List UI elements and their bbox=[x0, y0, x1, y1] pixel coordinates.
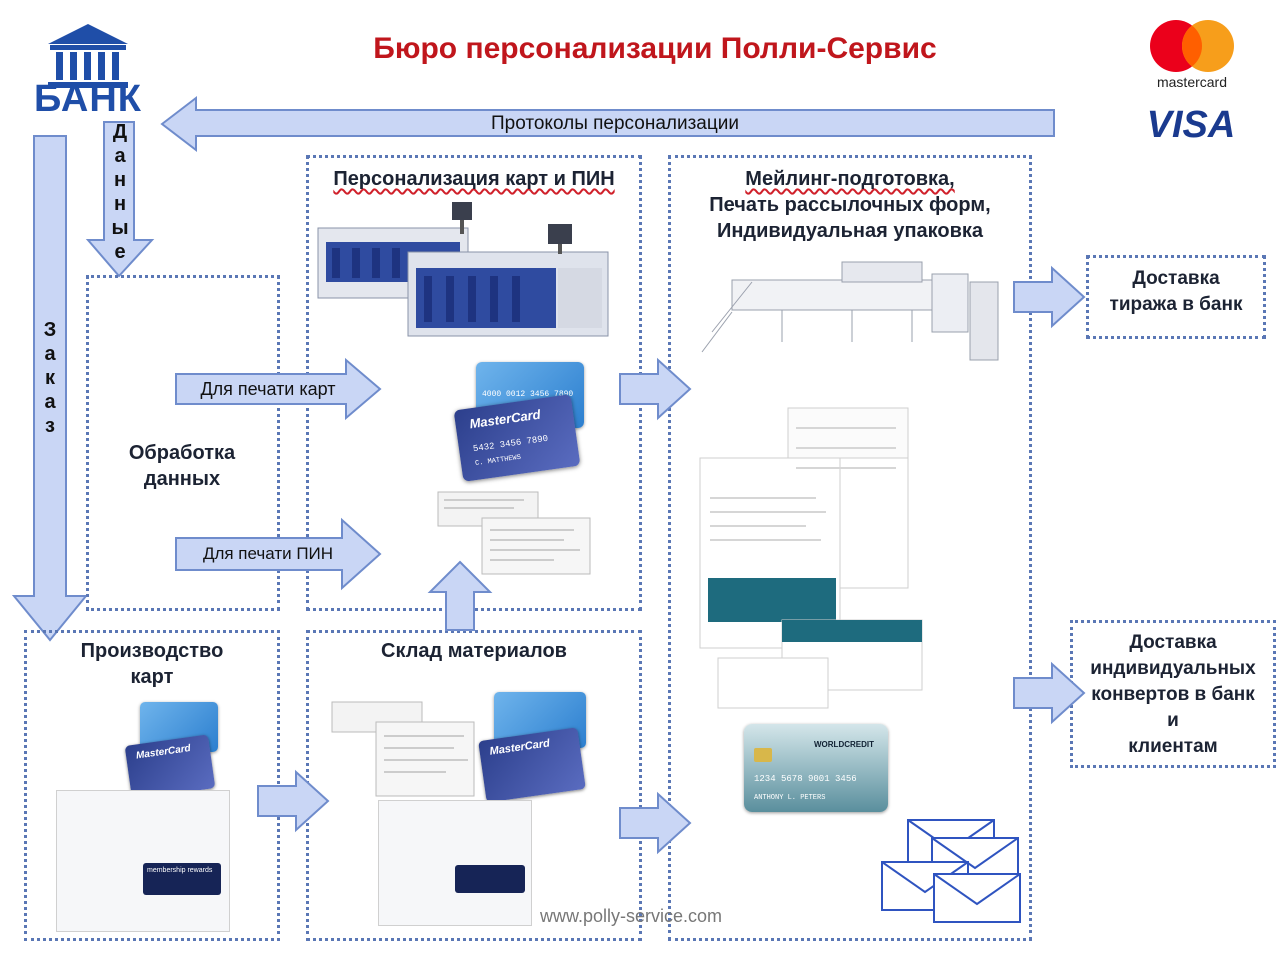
bank-building-icon bbox=[48, 24, 128, 88]
data-letter: н bbox=[113, 169, 127, 191]
order-letter: З bbox=[43, 319, 57, 341]
bank-logo: БАНК bbox=[24, 22, 152, 120]
mastercard-card-name-small: MasterCard bbox=[135, 742, 192, 762]
mailing-machine-illustration bbox=[701, 261, 999, 361]
to-delivery-print-arrow bbox=[1013, 265, 1086, 329]
data-label: Д а н н ы е bbox=[108, 120, 132, 264]
protocols-label: Протоколы персонализации bbox=[491, 113, 739, 134]
delivery-individual-line: конвертов в банк bbox=[1091, 684, 1255, 705]
worldcredit-card: WORLDCREDIT 1234 5678 9001 3456 ANTHONY … bbox=[744, 724, 888, 812]
data-letter: е bbox=[114, 241, 126, 263]
visa-logo: VISA bbox=[1146, 104, 1236, 146]
protocols-arrow bbox=[160, 95, 1055, 153]
data-letter: ы bbox=[111, 217, 129, 239]
delivery-print-line: тиража в банк bbox=[1109, 294, 1243, 315]
production-title-line: карт bbox=[130, 666, 174, 688]
processing-title-line: Обработка bbox=[128, 442, 236, 464]
warehouse-membership-card bbox=[455, 865, 525, 893]
worldcredit-holder: ANTHONY L. PETERS bbox=[754, 794, 826, 802]
warehouse-to-mailing-arrow bbox=[619, 791, 692, 855]
delivery-print-line: Доставка bbox=[1132, 268, 1220, 289]
pin-flow-arrow bbox=[175, 517, 382, 591]
bank-logo-label: БАНК bbox=[34, 78, 142, 120]
visa-card-number: 4000 0012 3456 7890 bbox=[482, 390, 574, 399]
delivery-individual-line: Доставка bbox=[1129, 632, 1217, 653]
mastercard-logo: mastercard bbox=[1142, 18, 1242, 94]
mastercard-circles-icon bbox=[1150, 20, 1234, 72]
personalization-to-mailing-arrow bbox=[619, 357, 692, 421]
warehouse-up-arrow bbox=[427, 560, 493, 631]
personalization-machine-illustration bbox=[317, 202, 609, 337]
personalization-title: Персонализация карт и ПИН bbox=[333, 168, 615, 190]
production-document: membership rewards bbox=[56, 790, 230, 932]
delivery-print-title: Доставка тиража в банк bbox=[1090, 266, 1262, 318]
mastercard-card-name: MasterCard bbox=[468, 406, 542, 432]
envelopes-icon bbox=[881, 819, 1021, 923]
mailing-title-line: Печать рассылочных форм, bbox=[709, 194, 991, 216]
order-letter: з bbox=[45, 415, 55, 437]
order-letter: а bbox=[44, 391, 56, 413]
membership-card: membership rewards bbox=[143, 863, 221, 895]
order-letter: а bbox=[44, 343, 56, 365]
order-arrow bbox=[11, 135, 89, 642]
warehouse-title: Склад материалов bbox=[381, 640, 567, 662]
mailing-title: Мейлинг-подготовка, Печать рассылочных ф… bbox=[672, 166, 1028, 244]
page-title: Бюро персонализации Полли-Сервис bbox=[373, 32, 937, 65]
mailing-title-line: Мейлинг-подготовка, bbox=[745, 168, 955, 190]
warehouse-mailers-illustration bbox=[331, 701, 475, 797]
mastercard-card-number: 5432 3456 7890 bbox=[472, 433, 549, 455]
delivery-print-section bbox=[1086, 255, 1266, 339]
pin-mailer-illustration bbox=[437, 491, 591, 575]
cards-flow-label: Для печати карт bbox=[200, 379, 336, 399]
production-title: Производство карт bbox=[30, 638, 274, 690]
to-delivery-individual-arrow bbox=[1013, 661, 1086, 725]
processing-section bbox=[86, 275, 280, 611]
production-to-warehouse-arrow bbox=[257, 769, 330, 833]
data-arrow bbox=[85, 121, 155, 278]
data-letter: а bbox=[114, 145, 126, 167]
delivery-individual-line: и bbox=[1167, 710, 1179, 731]
processing-title: Обработка данных bbox=[96, 440, 268, 492]
data-letter: н bbox=[113, 193, 127, 215]
delivery-individual-line: клиентам bbox=[1128, 736, 1218, 757]
order-letter: к bbox=[44, 367, 55, 389]
worldcredit-brand: WORLDCREDIT bbox=[814, 740, 874, 749]
worldcredit-number: 1234 5678 9001 3456 bbox=[754, 774, 857, 784]
mastercard-card-holder: C. MATTHEWS bbox=[474, 453, 522, 469]
mailing-documents-illustration bbox=[699, 407, 923, 709]
cards-flow-arrow bbox=[175, 357, 382, 421]
mailing-title-line: Индивидуальная упаковка bbox=[716, 220, 984, 242]
pin-flow-label: Для печати ПИН bbox=[202, 544, 334, 563]
production-title-line: Производство bbox=[80, 640, 224, 662]
processing-title-line: данных bbox=[143, 468, 221, 490]
membership-label: membership rewards bbox=[147, 867, 213, 874]
website-link[interactable]: www.polly-service.com bbox=[540, 906, 723, 926]
delivery-individual-line: индивидуальных bbox=[1090, 658, 1256, 679]
data-letter: Д bbox=[112, 121, 128, 143]
delivery-individual-title: Доставка индивидуальных конвертов в банк… bbox=[1074, 630, 1272, 760]
card-chip-icon bbox=[754, 748, 772, 762]
order-label: З а к а з bbox=[38, 318, 62, 438]
mastercard-wordmark: mastercard bbox=[1156, 74, 1228, 90]
mastercard-card-name-warehouse: MasterCard bbox=[488, 737, 551, 758]
mailing-section bbox=[668, 155, 1032, 941]
warehouse-document bbox=[378, 800, 532, 926]
